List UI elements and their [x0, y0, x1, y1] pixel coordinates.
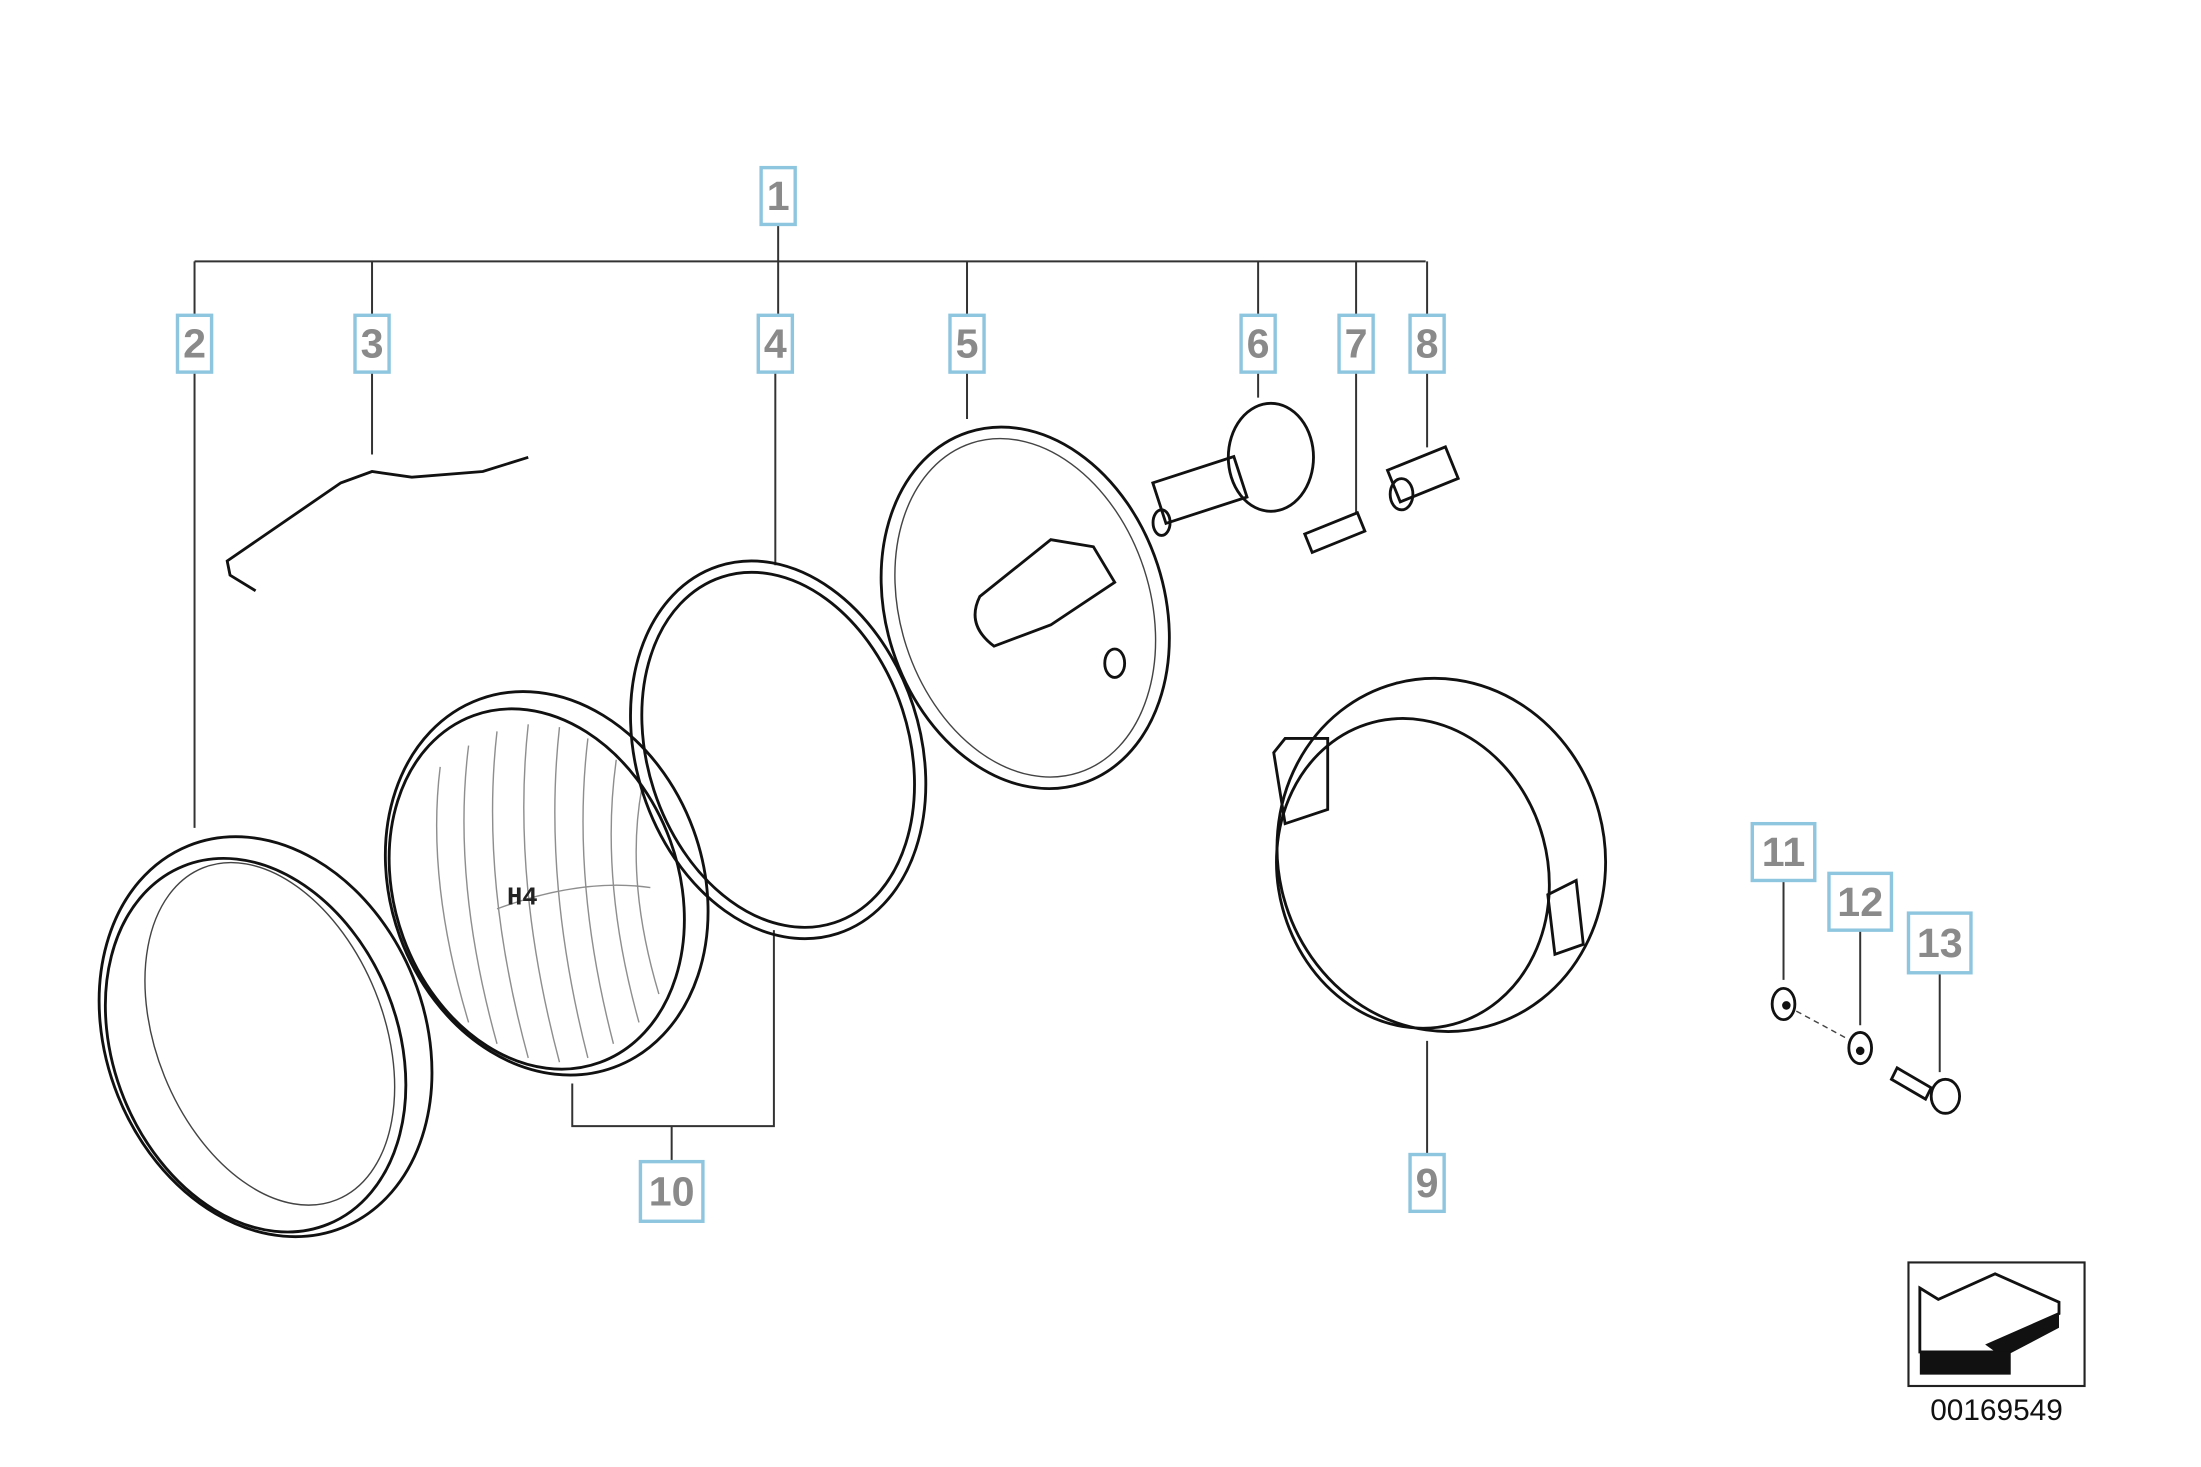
headlight-lens[interactable]: H4 [333, 646, 761, 1121]
label-text: 11 [1762, 829, 1806, 875]
label-text: 13 [1917, 920, 1963, 966]
reference-number: 00169549 [1930, 1394, 2063, 1427]
orientation-arrow-icon [1907, 1261, 2086, 1388]
label-text: 7 [1345, 321, 1368, 367]
parking-bulb[interactable] [1302, 510, 1367, 555]
reflector[interactable] [836, 389, 1215, 826]
label-text: 12 [1837, 879, 1883, 925]
label-11[interactable]: 11 [1750, 821, 1817, 883]
rubber-grommet[interactable] [1847, 1030, 1873, 1066]
bulb-socket[interactable] [1385, 444, 1461, 512]
label-3[interactable]: 3 [353, 313, 391, 374]
label-12[interactable]: 12 [1827, 871, 1894, 932]
label-text: 8 [1416, 321, 1439, 367]
label-10[interactable]: 10 [638, 1159, 705, 1223]
wire-clip[interactable] [225, 455, 529, 593]
label-text: 1 [767, 173, 790, 219]
label-1[interactable]: 1 [759, 165, 797, 227]
label-text: 4 [764, 321, 787, 367]
h4-bulb[interactable] [1151, 401, 1315, 537]
label-7[interactable]: 7 [1337, 313, 1375, 374]
label-text: 3 [361, 321, 384, 367]
lens-marking: H4 [507, 884, 538, 913]
label-9[interactable]: 9 [1408, 1152, 1446, 1214]
label-8[interactable]: 8 [1408, 313, 1446, 374]
label-text: 5 [956, 321, 979, 367]
label-text: 2 [183, 321, 206, 367]
headlight-housing[interactable] [1238, 641, 1645, 1068]
label-text: 9 [1416, 1160, 1439, 1206]
washer[interactable] [1770, 986, 1797, 1022]
screw[interactable] [1889, 1065, 1962, 1115]
label-text: 6 [1247, 321, 1270, 367]
label-text: 10 [649, 1168, 695, 1214]
label-4[interactable]: 4 [756, 313, 795, 374]
label-5[interactable]: 5 [948, 313, 986, 374]
label-13[interactable]: 13 [1906, 911, 1973, 975]
trim-ring[interactable] [41, 786, 490, 1287]
label-6[interactable]: 6 [1239, 313, 1277, 374]
leader-lines [193, 224, 1941, 1162]
seal-ring[interactable] [583, 522, 972, 977]
label-2[interactable]: 2 [175, 313, 214, 374]
